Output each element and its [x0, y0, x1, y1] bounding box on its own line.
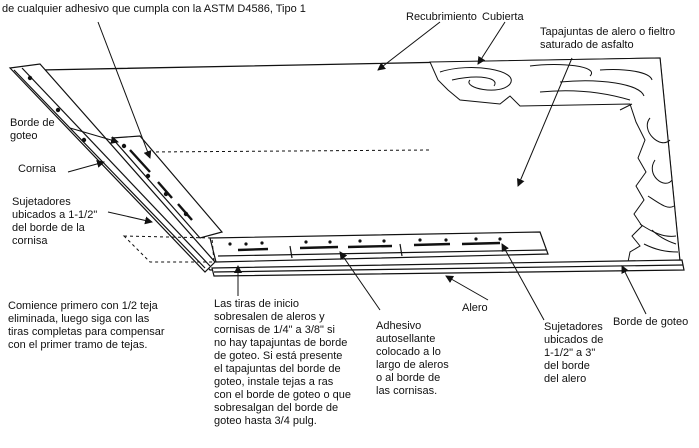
label-drip-edge-eave: Borde de goteo	[613, 316, 689, 328]
label-self-seal-adhesive: Adhesivo autosellante colocado a lo larg…	[376, 320, 449, 397]
label-starter-overhang: Las tiras de inicio sobresalen de aleros…	[214, 298, 352, 427]
label-comience: Comience primero con 1/2 teja eliminada,…	[8, 300, 165, 351]
label-eave-fasteners: Sujetadores ubicados de 1-1/2" a 3" del …	[544, 321, 604, 385]
label-recubrimiento: Recubrimiento	[406, 11, 477, 23]
course-guide-dashed	[149, 149, 431, 153]
label-alero: Alero	[462, 302, 488, 314]
rake-starter-strip	[110, 135, 224, 239]
adhesive-spec-note: de cualquier adhesivo que cumpla con la …	[2, 3, 306, 15]
eave-starter-strip	[209, 231, 549, 263]
eave-drip-edge	[211, 259, 685, 277]
label-cornisa: Cornisa	[18, 163, 56, 175]
label-drip-edge-rake: Borde de goteo	[10, 117, 55, 142]
label-eave-flashing: Tapajuntas de alero o fieltro saturado d…	[540, 26, 676, 51]
removed-half-tab-dashed	[122, 235, 215, 263]
eave-flashing-band	[619, 103, 633, 111]
leader-lines	[67, 21, 647, 321]
label-rake-fasteners: Sujetadores ubicados a 1-1/2" del borde …	[12, 196, 98, 247]
rake-drip-edge	[8, 63, 216, 273]
label-cubierta: Cubierta	[482, 11, 524, 23]
